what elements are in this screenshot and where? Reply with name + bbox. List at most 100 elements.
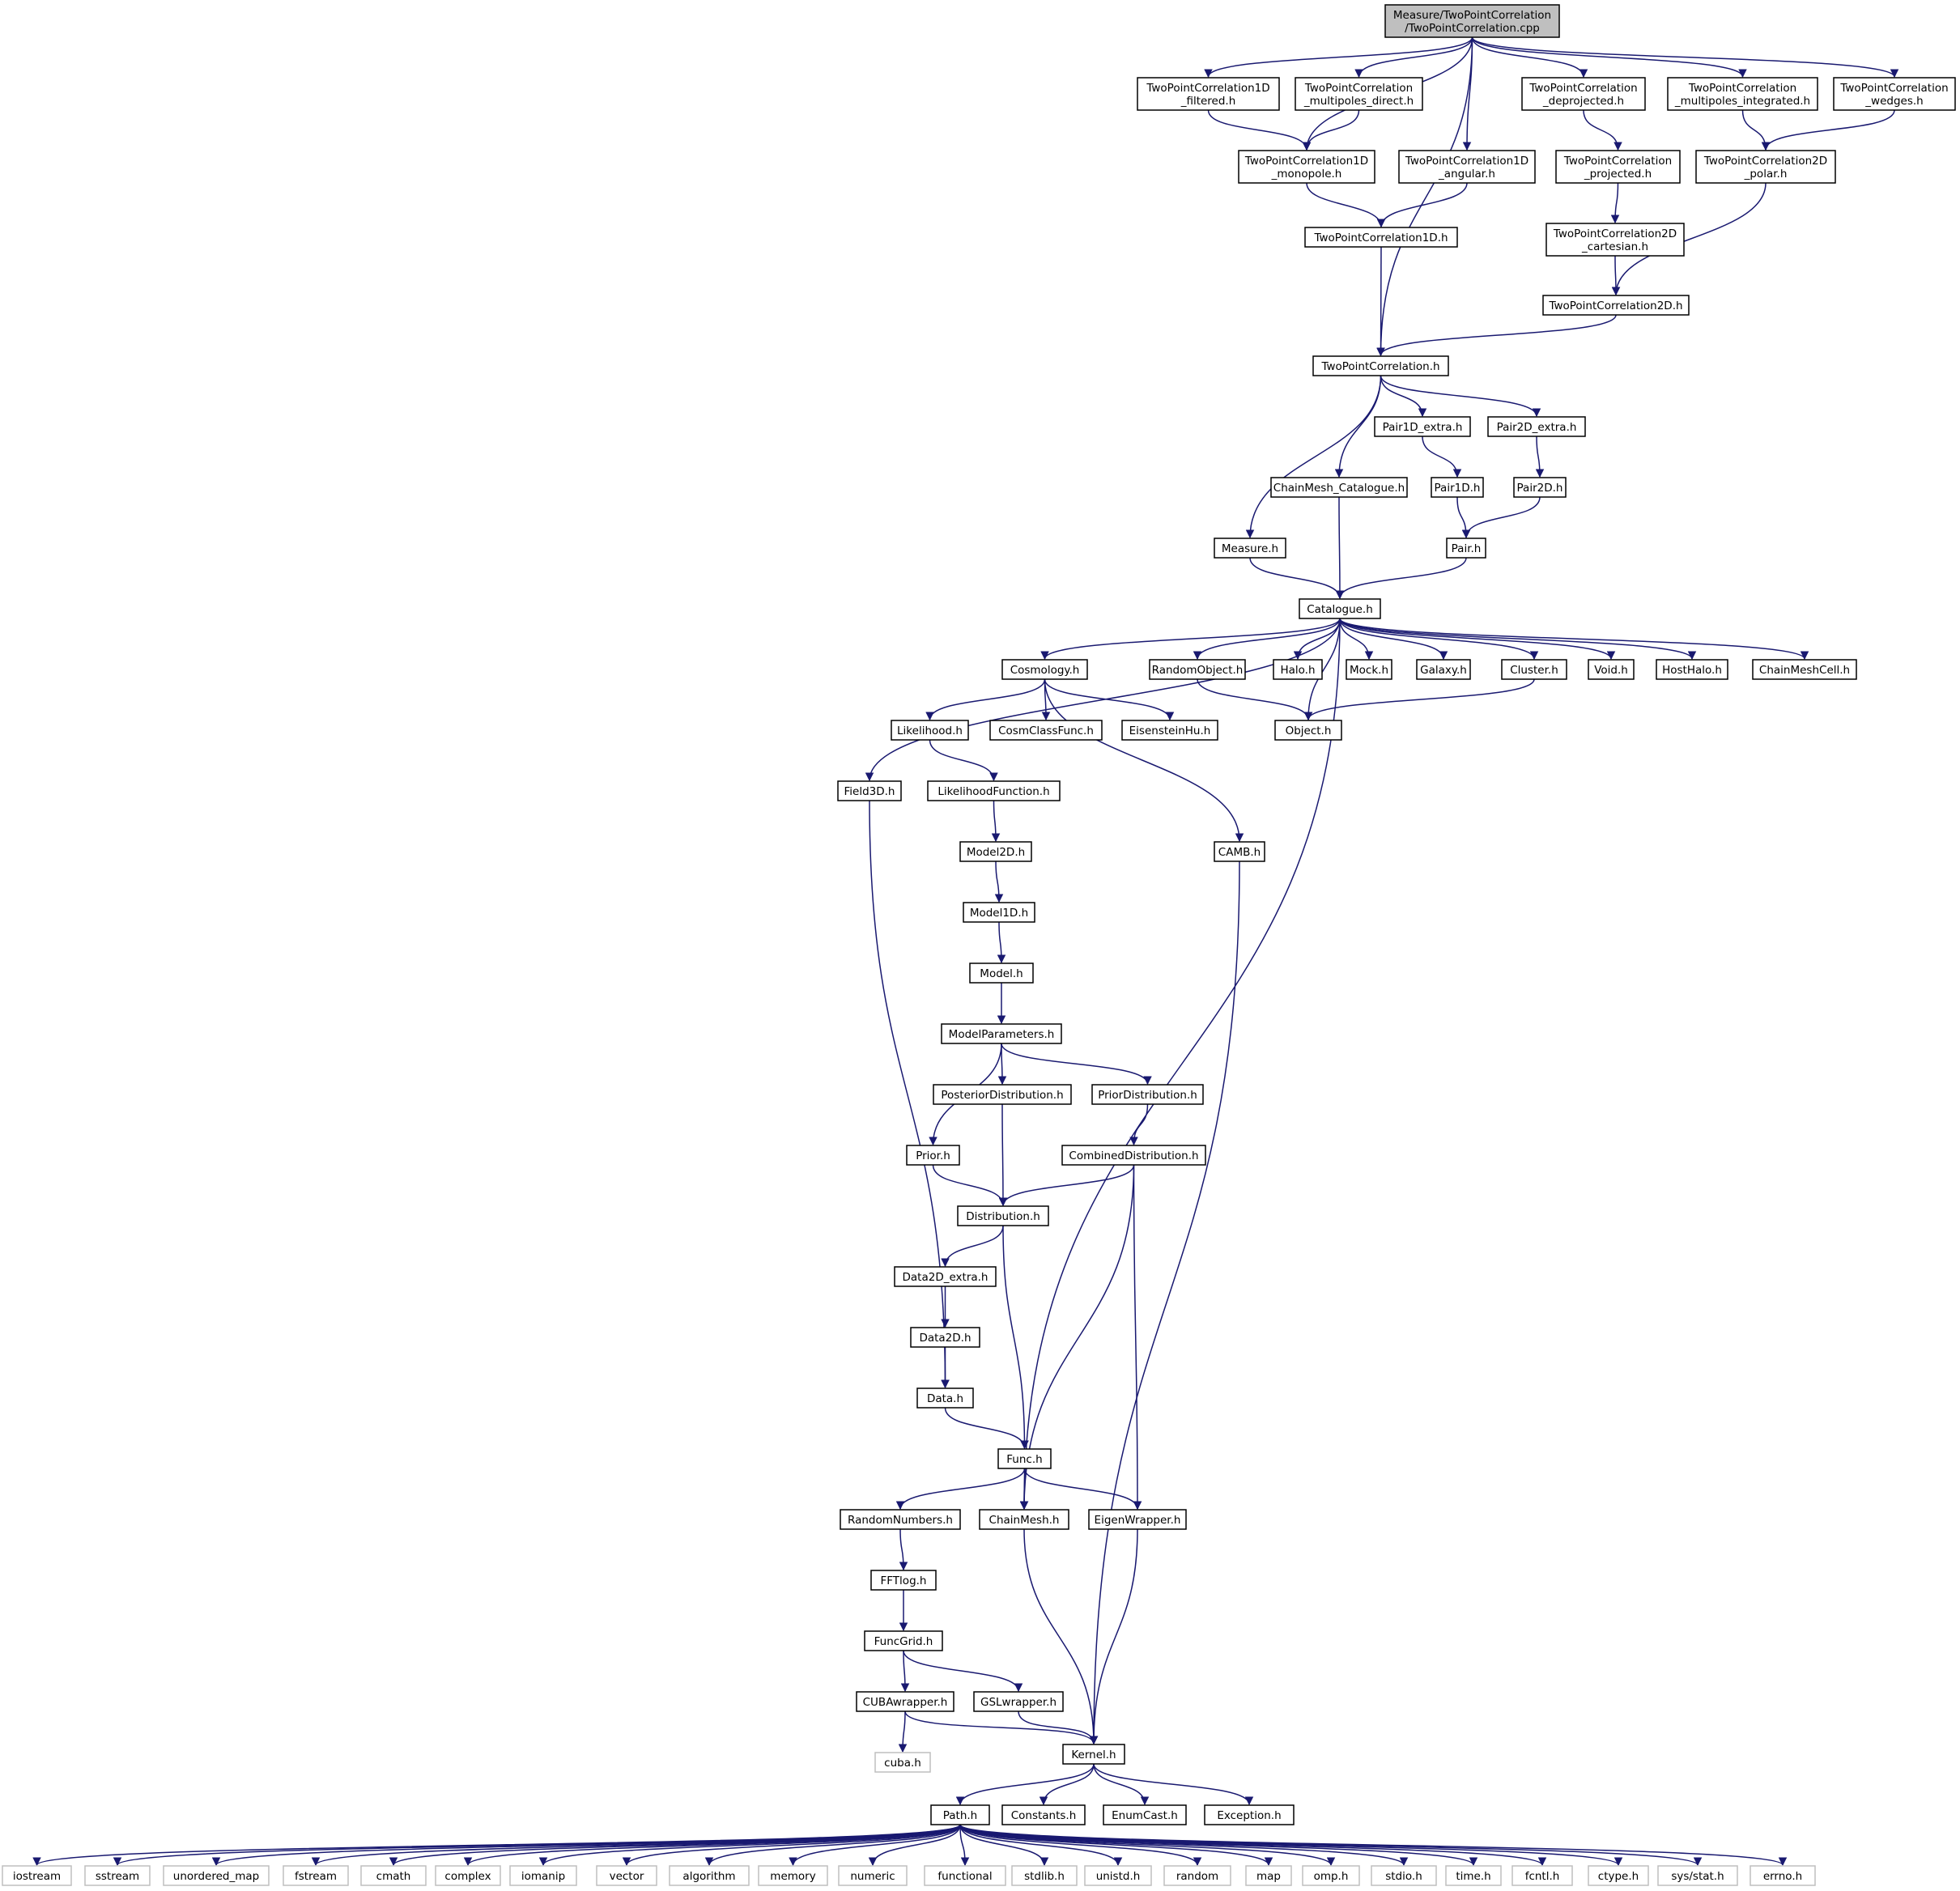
node-cubawrapper[interactable]: CUBAwrapper.h: [856, 1691, 954, 1712]
node-iomanip[interactable]: iomanip: [509, 1865, 577, 1886]
node-tpc2d_polar[interactable]: TwoPointCorrelation2D_polar.h: [1695, 150, 1836, 184]
node-exception[interactable]: Exception.h: [1204, 1804, 1295, 1825]
node-tpc_mp_integrated[interactable]: TwoPointCorrelation_multipoles_integrate…: [1667, 77, 1818, 111]
node-halo[interactable]: Halo.h: [1273, 659, 1323, 680]
node-tpc_wedges[interactable]: TwoPointCorrelation_wedges.h: [1833, 77, 1956, 111]
node-data2d[interactable]: Data2D.h: [910, 1327, 980, 1348]
node-func[interactable]: Func.h: [997, 1448, 1052, 1469]
node-fstream[interactable]: fstream: [283, 1865, 349, 1886]
node-tpc_deprojected[interactable]: TwoPointCorrelation_deprojected.h: [1521, 77, 1646, 111]
node-sysstat[interactable]: sys/stat.h: [1657, 1865, 1738, 1886]
node-prior[interactable]: Prior.h: [906, 1145, 960, 1166]
node-cuba[interactable]: cuba.h: [874, 1752, 931, 1773]
node-box-cmath: [360, 1865, 427, 1886]
node-eigenwrapper[interactable]: EigenWrapper.h: [1088, 1509, 1187, 1530]
node-cosmology[interactable]: Cosmology.h: [1001, 659, 1088, 680]
edge-posterior-to-distribution: [998, 1103, 1008, 1207]
node-catalogue[interactable]: Catalogue.h: [1299, 598, 1381, 619]
node-tpc1d_monopole[interactable]: TwoPointCorrelation1D_monopole.h: [1238, 150, 1375, 184]
node-iostream[interactable]: iostream: [2, 1865, 72, 1886]
node-cluster[interactable]: Cluster.h: [1501, 659, 1567, 680]
node-numeric[interactable]: numeric: [838, 1865, 908, 1886]
node-tpc_projected[interactable]: TwoPointCorrelation_projected.h: [1555, 150, 1681, 184]
node-tpc1d_filtered[interactable]: TwoPointCorrelation1D_filtered.h: [1137, 77, 1280, 111]
node-cosmclassfunc[interactable]: CosmClassFunc.h: [989, 720, 1103, 741]
node-pair[interactable]: Pair.h: [1446, 538, 1486, 559]
node-camb[interactable]: CAMB.h: [1214, 841, 1265, 862]
node-ctype[interactable]: ctype.h: [1588, 1865, 1649, 1886]
node-tpc2d_cartesian[interactable]: TwoPointCorrelation2D_cartesian.h: [1545, 223, 1685, 257]
node-stdlib[interactable]: stdlib.h: [1011, 1865, 1078, 1886]
node-fftlog[interactable]: FFTlog.h: [870, 1570, 937, 1591]
node-model2d[interactable]: Model2D.h: [959, 841, 1032, 862]
node-label-likelihoodfunction: LikelihoodFunction.h: [937, 785, 1049, 798]
node-unistd[interactable]: unistd.h: [1084, 1865, 1152, 1886]
node-mock[interactable]: Mock.h: [1346, 659, 1392, 680]
edge-path-to-vector: [622, 1824, 961, 1867]
node-tpc1d[interactable]: TwoPointCorrelation1D.h: [1304, 227, 1458, 248]
node-chainmeshcell[interactable]: ChainMeshCell.h: [1752, 659, 1857, 680]
node-stdio[interactable]: stdio.h: [1371, 1865, 1437, 1886]
node-random[interactable]: random: [1163, 1865, 1231, 1886]
node-field3d[interactable]: Field3D.h: [837, 780, 902, 801]
node-pair2d_extra[interactable]: Pair2D_extra.h: [1487, 416, 1586, 437]
node-complex[interactable]: complex: [435, 1865, 501, 1886]
node-time[interactable]: time.h: [1445, 1865, 1502, 1886]
node-pair1d_extra[interactable]: Pair1D_extra.h: [1374, 416, 1471, 437]
node-memory[interactable]: memory: [758, 1865, 828, 1886]
node-pair1d[interactable]: Pair1D.h: [1431, 477, 1484, 498]
node-root[interactable]: Measure/TwoPointCorrelation/TwoPointCorr…: [1384, 4, 1560, 38]
node-path[interactable]: Path.h: [930, 1804, 990, 1825]
node-tpc_mp_direct[interactable]: TwoPointCorrelation_multipoles_direct.h: [1295, 77, 1423, 111]
edge-tpc-to-pair1d_extra: [1380, 375, 1427, 418]
node-data2d_extra[interactable]: Data2D_extra.h: [894, 1266, 997, 1287]
node-chainmesh[interactable]: ChainMesh.h: [979, 1509, 1069, 1530]
node-distribution[interactable]: Distribution.h: [957, 1205, 1049, 1226]
node-map[interactable]: map: [1245, 1865, 1292, 1886]
node-measure[interactable]: Measure.h: [1214, 538, 1286, 559]
node-tpc2d[interactable]: TwoPointCorrelation2D.h: [1542, 295, 1690, 316]
node-tpc[interactable]: TwoPointCorrelation.h: [1312, 355, 1449, 376]
node-fcntl[interactable]: fcntl.h: [1511, 1865, 1573, 1886]
node-combined[interactable]: CombinedDistribution.h: [1061, 1145, 1206, 1166]
node-object[interactable]: Object.h: [1274, 720, 1342, 741]
node-sstream[interactable]: sstream: [84, 1865, 151, 1886]
node-chainmesh_cat[interactable]: ChainMesh_Catalogue.h: [1270, 477, 1408, 498]
node-model[interactable]: Model.h: [969, 962, 1034, 984]
node-label-camb: CAMB.h: [1218, 846, 1261, 859]
edge-func-to-eigenwrapper: [1023, 1468, 1142, 1511]
node-randomnumbers[interactable]: RandomNumbers.h: [840, 1509, 961, 1530]
edge-kernel-to-path: [955, 1763, 1095, 1806]
node-kernel[interactable]: Kernel.h: [1062, 1744, 1125, 1765]
node-hosthalo[interactable]: HostHalo.h: [1656, 659, 1728, 680]
node-void[interactable]: Void.h: [1588, 659, 1635, 680]
node-posterior[interactable]: PosteriorDistribution.h: [933, 1084, 1072, 1105]
node-model1d[interactable]: Model1D.h: [963, 902, 1035, 923]
node-omp[interactable]: omp.h: [1302, 1865, 1360, 1886]
node-errno[interactable]: errno.h: [1750, 1865, 1816, 1886]
node-funcgrid[interactable]: FuncGrid.h: [864, 1630, 943, 1651]
node-tpc1d_angular[interactable]: TwoPointCorrelation1D_angular.h: [1398, 150, 1536, 184]
node-functional[interactable]: functional: [924, 1865, 1006, 1886]
edge-catalogue-to-void: [1339, 618, 1616, 661]
node-likelihood[interactable]: Likelihood.h: [891, 720, 969, 741]
node-galaxy[interactable]: Galaxy.h: [1416, 659, 1471, 680]
node-box-tpc2d: [1542, 295, 1690, 316]
node-data[interactable]: Data.h: [916, 1387, 974, 1409]
node-vector[interactable]: vector: [596, 1865, 657, 1886]
node-constants[interactable]: Constants.h: [1001, 1804, 1086, 1825]
node-cmath[interactable]: cmath: [360, 1865, 427, 1886]
node-pair2d[interactable]: Pair2D.h: [1513, 477, 1567, 498]
edge-catalogue-to-galaxy: [1339, 618, 1448, 661]
node-gslwrapper[interactable]: GSLwrapper.h: [973, 1691, 1064, 1712]
node-randomobject[interactable]: RandomObject.h: [1149, 659, 1246, 680]
node-likelihoodfunction[interactable]: LikelihoodFunction.h: [927, 780, 1061, 801]
node-box-ctype: [1588, 1865, 1649, 1886]
node-eisensteinhu[interactable]: EisensteinHu.h: [1121, 720, 1218, 741]
node-modelparameters[interactable]: ModelParameters.h: [941, 1023, 1062, 1044]
node-algorithm[interactable]: algorithm: [669, 1865, 750, 1886]
node-priordist[interactable]: PriorDistribution.h: [1091, 1084, 1204, 1105]
node-enumcast[interactable]: EnumCast.h: [1103, 1804, 1187, 1825]
edge-catalogue-to-mock: [1339, 618, 1374, 661]
node-unordered_map[interactable]: unordered_map: [163, 1865, 270, 1886]
